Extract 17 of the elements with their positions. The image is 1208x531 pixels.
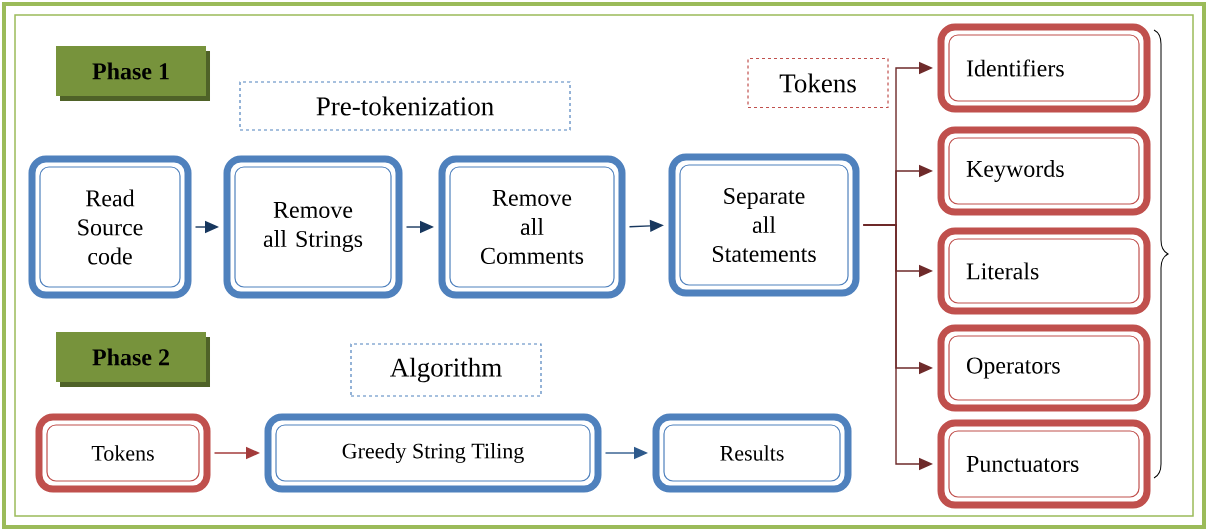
- process-box: Greedy String Tiling: [264, 413, 602, 493]
- process-box: Remove all Strings: [223, 155, 403, 299]
- token-box: Identifiers: [937, 23, 1151, 113]
- process-box: Remove all Comments: [438, 155, 626, 299]
- process-box: Results: [652, 413, 852, 493]
- token-box: Keywords: [937, 126, 1151, 216]
- group-label: Pre-tokenization: [239, 81, 571, 131]
- token-box: Literals: [937, 227, 1151, 315]
- token-box: Punctuators: [937, 419, 1151, 509]
- process-box: Separate all Statements: [668, 153, 860, 297]
- group-label: Tokens: [747, 57, 889, 109]
- process-box: Tokens: [35, 413, 211, 493]
- phase-label: Phase 1: [56, 46, 210, 101]
- phase-label: Phase 2: [56, 332, 210, 387]
- process-box: Read Source code: [28, 155, 192, 299]
- token-box: Operators: [937, 324, 1151, 412]
- group-label: Algorithm: [350, 343, 542, 397]
